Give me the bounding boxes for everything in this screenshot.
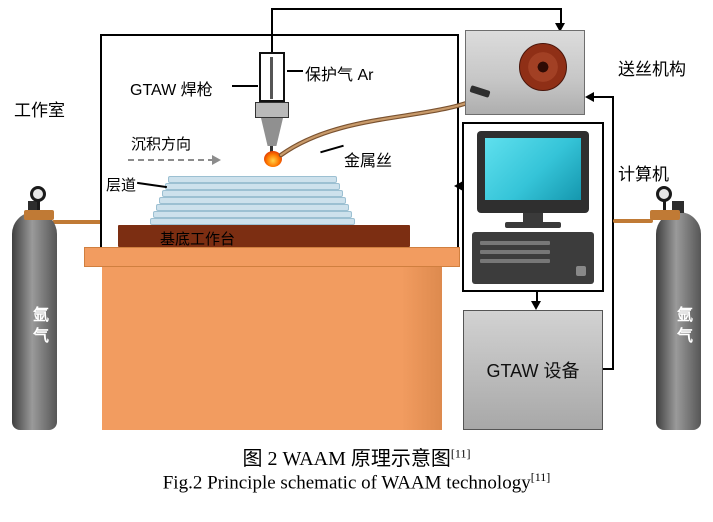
torch-pointer-line (232, 85, 258, 87)
deposition-direction-label: 沉积方向 (131, 136, 192, 153)
pressure-gauge-right (656, 186, 672, 202)
wire-feeder-label: 送丝机构 (618, 60, 686, 79)
caption-chinese: 图 2 WAAM 原理示意图[11] (0, 442, 713, 471)
monitor-base (505, 222, 561, 228)
gtaw-equipment-panel: GTAW 设备 (463, 310, 603, 430)
torch-nozzle (261, 118, 283, 146)
regulator-valve-right (650, 210, 680, 220)
regulator-valve-left (24, 210, 54, 220)
caption-english-text: Fig.2 Principle schematic of WAAM techno… (162, 472, 531, 494)
deposition-direction-dashed-arrow (128, 159, 214, 161)
gtaw-equipment-label: GTAW 设备 (486, 361, 580, 381)
deposited-layer (168, 176, 337, 183)
caption-chinese-text: 图 2 WAAM 原理示意图 (242, 448, 451, 470)
case-button (576, 266, 586, 276)
argon-label-right: 氩气 (674, 306, 691, 348)
equipment-right-line (602, 368, 614, 370)
deposited-layer (150, 218, 355, 225)
arrowhead-into-feeder-right (585, 92, 594, 102)
caption-chinese-ref: [11] (450, 446, 471, 461)
deposited-layer (165, 183, 340, 190)
deposited-layer (159, 197, 346, 204)
caption-english: Fig.2 Principle schematic of WAAM techno… (0, 470, 713, 494)
shield-gas-pointer-line (287, 70, 303, 72)
deposited-layer (153, 211, 352, 218)
deposited-layer (162, 190, 343, 197)
computer-to-equipment-line (536, 292, 538, 304)
deposition-arrowhead (212, 155, 221, 165)
substrate-label: 基底工作台 (160, 231, 236, 248)
arrowhead-into-equipment (531, 301, 541, 310)
case-vent (480, 241, 550, 245)
torch-electrode (270, 57, 273, 99)
gauge-stem-right (663, 201, 666, 210)
case-vent (480, 250, 550, 254)
worktable-body (102, 267, 442, 430)
substrate-worktable (118, 225, 410, 247)
welding-arc (264, 151, 282, 167)
computer-label: 计算机 (618, 165, 669, 184)
wire-spool (519, 43, 567, 91)
right-vertical-line (612, 96, 614, 370)
torch-to-top-connector-line (271, 8, 273, 52)
left-gas-pipe (52, 220, 102, 224)
argon-cylinder-right (656, 212, 701, 430)
right-gas-pipe (613, 219, 653, 223)
work-chamber-label: 工作室 (14, 101, 65, 120)
caption-english-ref: [11] (530, 470, 551, 484)
argon-label-left: 氩气 (30, 306, 47, 348)
monitor-stand (523, 213, 543, 222)
argon-cylinder-left (12, 212, 57, 430)
gauge-stem-left (37, 201, 40, 210)
monitor-screen (485, 138, 581, 200)
deposited-layer (156, 204, 349, 211)
top-connector-line (271, 8, 562, 10)
gtaw-torch-label: GTAW 焊枪 (130, 82, 213, 99)
metal-wire-label: 金属丝 (344, 153, 393, 170)
worktable-top (84, 247, 460, 267)
line-to-feeder-right (593, 96, 614, 98)
shield-gas-label: 保护气 Ar (305, 67, 374, 84)
layers-label: 层道 (106, 177, 137, 194)
case-vent (480, 259, 550, 263)
torch-collar (255, 102, 289, 118)
computer-case (472, 232, 594, 284)
top-to-feeder-connector-line (560, 8, 562, 25)
arrowhead-into-feeder-top (555, 23, 565, 32)
pressure-gauge-left (30, 186, 46, 202)
